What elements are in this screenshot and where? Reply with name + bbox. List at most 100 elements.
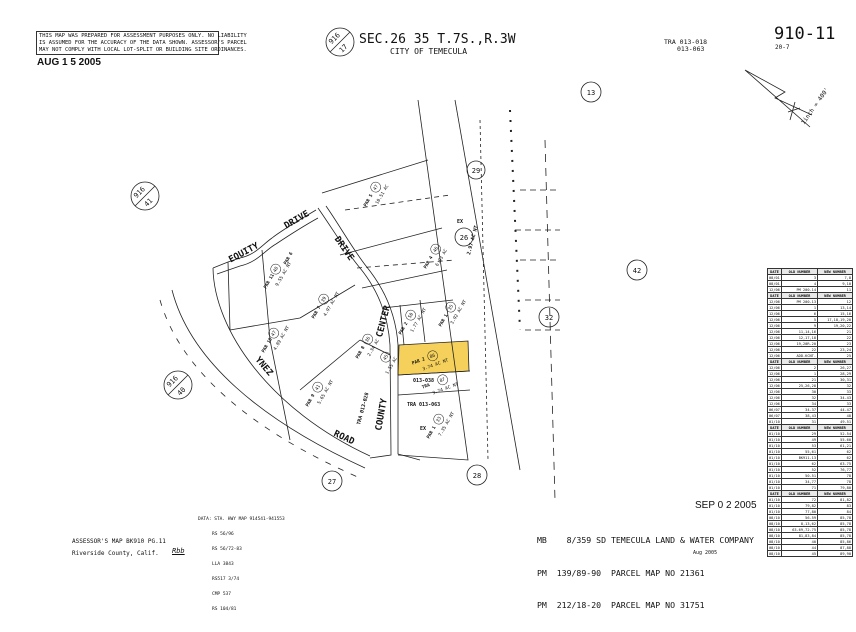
parcel-text: 39 xyxy=(320,296,328,304)
table-cell: 78 xyxy=(817,479,853,484)
table-cell: 30,31 xyxy=(817,377,853,382)
table-cell: 5 xyxy=(781,317,817,322)
table-cell: 17,18,19,20 xyxy=(817,317,853,322)
data-ref: DATA: STA. HWY MAP 914541-941553 xyxy=(198,517,285,522)
table-cell: 06/07 xyxy=(767,413,780,418)
table-cell: 56-59 xyxy=(781,515,817,520)
parcel-number-circle xyxy=(268,327,279,339)
parcel-text: 86 xyxy=(429,353,436,361)
table-cell: 19,20R-20 xyxy=(781,341,817,346)
road-name: ROAD xyxy=(332,429,356,447)
table-cell: 11,14,16 xyxy=(781,329,817,334)
parcel-text: 47 xyxy=(270,330,278,338)
book-ref-circle xyxy=(130,181,160,211)
assessor-map-page: THIS MAP WAS PREPARED FOR ASSESSMENT PUR… xyxy=(36,24,853,612)
table-header: DATE xyxy=(767,425,781,430)
table-cell: 81,82 xyxy=(817,497,853,502)
table-cell: 34 xyxy=(781,401,817,406)
north-arrow-icon xyxy=(744,69,813,128)
table-cell: 77,80 xyxy=(781,509,817,514)
table-cell: 12/06 xyxy=(767,317,780,322)
parcel-text: TRA xyxy=(421,382,431,391)
map-references: MB 8/359 SD TEMECULA LAND & WATER COMPAN… xyxy=(537,514,754,632)
table-cell: 85,78 xyxy=(817,533,853,538)
county-label: Riverside County, Calif. xyxy=(72,550,159,557)
book-ref-circle xyxy=(325,27,355,57)
table-cell: 12/06 xyxy=(767,371,780,376)
tra-label: TRA 013-018 xyxy=(664,38,708,46)
table-cell: 1 xyxy=(781,305,817,310)
parcel-text: PAR 9 xyxy=(305,393,317,408)
table-cell: 25,26,28 xyxy=(781,383,817,388)
book-ref-page: 916 xyxy=(132,185,147,200)
parcel-text: 47 xyxy=(372,184,380,192)
table-cell: 30 xyxy=(781,389,817,394)
road-name: COUNTY xyxy=(374,397,390,431)
table-cell: 38,43 xyxy=(781,413,817,418)
parcel-text: PAR 2 xyxy=(398,321,410,336)
parcel-text: PAR 7 xyxy=(311,305,323,320)
parcel-text: 33 xyxy=(435,416,443,424)
data-references: DATA: STA. HWY MAP 914541-941553 RS 56/9… xyxy=(198,507,285,622)
table-cell: 06/07 xyxy=(767,407,780,412)
data-ref: RS 56/72-83 xyxy=(212,547,242,552)
parcel-number-circle xyxy=(427,350,438,362)
map-reference: PM 139/89-90 PARCEL MAP NO 21361 xyxy=(537,567,705,578)
table-cell: 15,16 xyxy=(817,311,853,316)
table-header: NEW NUMBER xyxy=(817,425,853,430)
section-title: SEC.26 35 T.7S.,R.3W xyxy=(359,32,516,47)
table-cell: 32 xyxy=(817,383,853,388)
table-header: NEW NUMBER xyxy=(817,359,853,364)
table-cell: 23,24 xyxy=(817,347,853,352)
table-cell: PM 200-13 xyxy=(781,299,817,304)
road-name: DRIVE xyxy=(283,209,311,231)
tra-label: TRA 013-063 xyxy=(407,402,440,408)
table-header: OLD NUMBER xyxy=(781,293,817,298)
table-cell: 22 xyxy=(781,347,817,352)
table-cell: 08/10 xyxy=(767,551,780,556)
exception-label: EX xyxy=(420,426,426,432)
parcel-number-circle xyxy=(312,381,323,393)
table-cell: 28,29 xyxy=(817,371,853,376)
table-cell: 21 xyxy=(817,329,853,334)
table-cell: 52-54 xyxy=(817,431,853,436)
parcel-label: PAR 9415.65 AC NT xyxy=(305,379,336,408)
table-cell: 72 xyxy=(781,497,817,502)
table-cell: 63-69,72-75 xyxy=(781,527,817,532)
table-cell: 08/10 xyxy=(767,545,780,550)
table-cell: 78 xyxy=(817,473,853,478)
table-cell: 87,88 xyxy=(817,545,853,550)
block-number: 29 xyxy=(472,167,480,175)
table-cell: 19,20,22 xyxy=(817,323,853,328)
table-cell: 21 xyxy=(781,377,817,382)
table-header: NEW NUMBER xyxy=(817,293,853,298)
block-number: 13 xyxy=(587,89,595,97)
block-number: 42 xyxy=(633,267,641,275)
table-header: DATE xyxy=(767,293,781,298)
table-cell: 76,77 xyxy=(817,467,853,472)
table-header: DATE xyxy=(767,269,781,274)
update-stamp: SEP 0 2 2005 xyxy=(695,500,757,511)
